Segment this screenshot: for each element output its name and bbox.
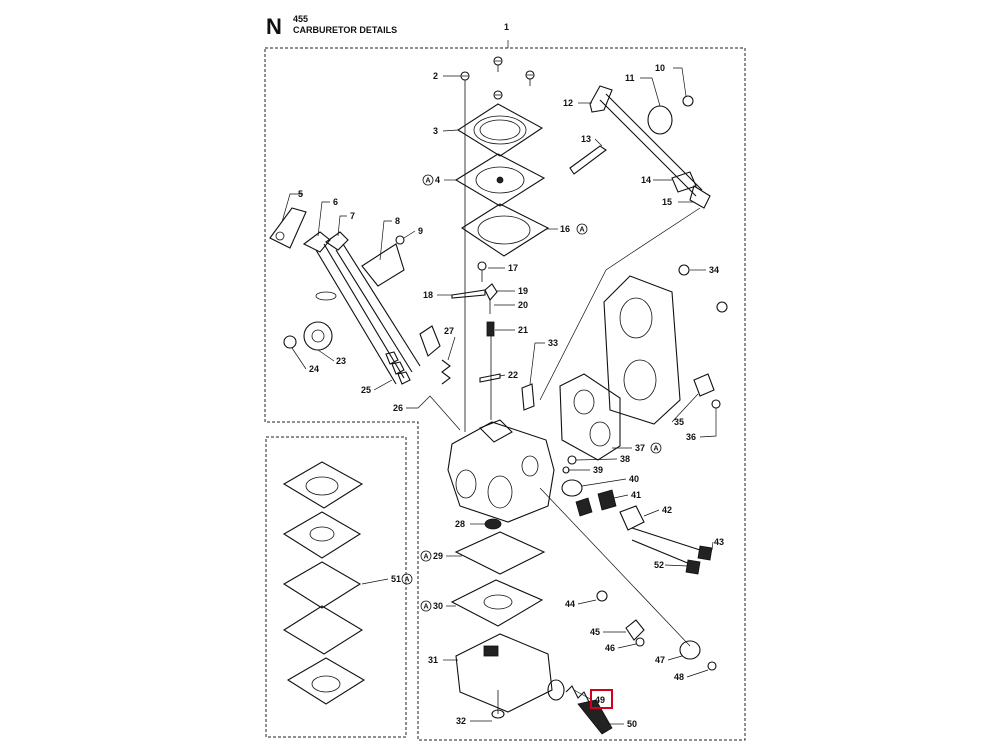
gasket-16 [460,203,550,257]
parts-44-48 [596,590,717,671]
svg-text:A: A [405,577,410,584]
choke-shaft-6 [302,231,405,385]
lever-26 [419,325,441,357]
callout-29: 29 [433,551,443,561]
callout-25: 25 [361,385,371,395]
throttle-shaft-7 [325,231,421,373]
callout-43: 43 [714,537,724,547]
pump-cover-31 [455,633,553,713]
callout-30: 30 [433,601,443,611]
leader-lines [281,67,717,725]
callout-31: 31 [428,655,438,665]
callout-4: 4 [435,175,440,185]
callout-39: 39 [593,465,603,475]
callout-23: 23 [336,356,346,366]
callout-7: 7 [350,211,355,221]
callout-6: 6 [333,197,338,207]
callout-35: 35 [674,417,684,427]
needle-parts-17-22 [451,261,501,420]
callout-42: 42 [662,505,672,515]
callout-15: 15 [662,197,672,207]
callout-34: 34 [709,265,719,275]
callout-10: 10 [655,63,665,73]
section-letter: N [266,14,282,39]
callout-3: 3 [433,126,438,136]
callout-52: 52 [654,560,664,570]
kit-51-parts [282,461,366,705]
callout-2: 2 [433,71,438,81]
callout-9: 9 [418,226,423,236]
callout-13: 13 [581,134,591,144]
kit-51-outline [265,436,407,738]
choke-lever-5 [269,207,307,249]
callout-27: 27 [444,326,454,336]
callout-1: 1 [504,22,509,32]
callout-19: 19 [518,286,528,296]
callout-46: 46 [605,643,615,653]
callout-12: 12 [563,98,573,108]
callout-16: 16 [560,224,570,234]
callout-51: 51 [391,574,401,584]
spring-25 [385,351,411,385]
diaphragm-30 [450,579,544,627]
callout-48: 48 [674,672,684,682]
spring-27 [441,359,451,385]
callout-21: 21 [518,325,528,335]
throttle-lever-assembly-10-15 [569,85,711,209]
callout-33: 33 [548,338,558,348]
callout-labels: 1 2 3 A 4 5 6 7 8 9 10 11 12 13 14 15 16… [298,22,724,729]
svg-text:A: A [426,178,431,185]
callout-32: 32 [456,716,466,726]
callout-20: 20 [518,300,528,310]
callout-8: 8 [395,216,400,226]
callout-38: 38 [620,454,630,464]
callout-17: 17 [508,263,518,273]
carburetor-body-1 [447,383,555,523]
callout-5: 5 [298,189,303,199]
svg-text:A: A [424,554,429,561]
callout-26: 26 [393,403,403,413]
svg-text:A: A [424,604,429,611]
main-assembly-outline [264,47,746,741]
parts-38-43-52 [561,455,713,575]
callout-18: 18 [423,290,433,300]
callout-24: 24 [309,364,319,374]
callout-11: 11 [625,73,635,83]
callout-41: 41 [631,490,641,500]
screws-2 [460,56,535,432]
cover-3 [456,103,544,157]
callout-36: 36 [686,432,696,442]
intake-flange-34 [603,264,728,425]
highlighted-callout-box [590,689,613,709]
callout-40: 40 [629,474,639,484]
gasket-37 [559,373,621,461]
screen-28 [484,518,502,530]
gasket-29 [454,531,546,575]
model-number: 455 [293,14,309,24]
callout-22: 22 [508,370,518,380]
callout-45: 45 [590,627,600,637]
callout-47: 47 [655,655,665,665]
diaphragm-4 [454,153,546,207]
valve-23-screw-24 [283,321,333,351]
callout-49: 49 [595,695,605,705]
screw-32 [491,690,505,719]
callout-14: 14 [641,175,651,185]
svg-text:A: A [654,446,659,453]
svg-text:A: A [580,227,585,234]
callout-50: 50 [627,719,637,729]
callout-28: 28 [455,519,465,529]
callout-37: 37 [635,443,645,453]
plate-8-screw-9 [361,235,405,287]
callout-44: 44 [565,599,575,609]
diagram-title: CARBURETOR DETAILS [293,25,398,35]
